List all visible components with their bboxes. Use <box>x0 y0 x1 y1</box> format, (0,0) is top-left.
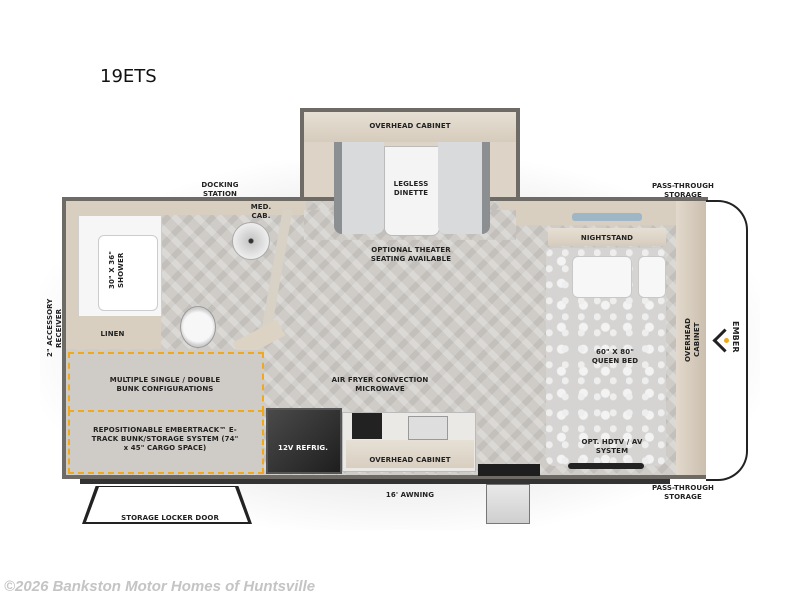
embertrack-outline <box>68 410 264 474</box>
hdtv-label: OPT. HDTV / AV SYSTEM <box>581 438 643 455</box>
overhead-cabinet-kitchen-label: OVERHEAD CABINET <box>369 456 451 464</box>
stovetop <box>352 413 382 439</box>
brand-label: EMBER <box>731 321 740 353</box>
ember-logo-flame-icon <box>724 338 729 343</box>
refrigerator <box>266 408 342 474</box>
linen-label: LINEN <box>100 330 125 338</box>
microwave-label: AIR FRYER CONVECTION MICROWAVE <box>331 376 429 393</box>
docking-station-label: DOCKING STATION <box>201 181 239 198</box>
linen-cabinet <box>66 316 161 349</box>
shower-pan <box>98 235 158 311</box>
roof-vent <box>572 213 642 221</box>
accessory-receiver-label: 2" ACCESSORY RECEIVER <box>46 298 63 358</box>
overhead-cabinet-front-label: OVERHEAD CABINET <box>684 317 701 363</box>
dinette-seat-right-lower <box>438 142 490 234</box>
cargo-area <box>66 350 264 474</box>
overhead-cabinet-top-label: OVERHEAD CABINET <box>369 122 451 130</box>
nightstand-label: NIGHTSTAND <box>580 234 634 242</box>
pass-through-bottom-label: PASS-THROUGH STORAGE <box>651 484 714 501</box>
kitchen-sink <box>408 416 448 440</box>
dinette-seat-left-lower <box>334 142 384 234</box>
overhead-cabinet-kitchen <box>346 440 474 468</box>
model-name: 19ETS <box>100 66 157 87</box>
storage-locker-inner <box>86 487 248 522</box>
top-wall-cabinetry <box>66 201 306 215</box>
embertrack-label: REPOSITIONABLE EMBERTRACK™ E-TRACK BUNK/… <box>91 426 239 452</box>
overhead-cabinet-front <box>676 201 706 475</box>
dinette-table-lower <box>384 146 440 236</box>
awning-rail <box>80 479 670 484</box>
pillow-right <box>638 256 666 298</box>
storage-locker-label: STORAGE LOCKER DOOR <box>121 514 219 522</box>
entry-door[interactable] <box>478 464 540 476</box>
queen-bed-label: 60" X 80" QUEEN BED <box>591 348 639 365</box>
optional-theater-label: OPTIONAL THEATER SEATING AVAILABLE <box>370 246 452 263</box>
toilet <box>180 306 216 348</box>
pass-through-top-label: PASS-THROUGH STORAGE <box>651 182 714 199</box>
sink <box>232 222 270 260</box>
shower-label: 30" X 36" SHOWER <box>108 251 125 289</box>
med-cab-label: MED. CAB. <box>250 203 272 220</box>
awning-label: 16' AWNING <box>385 491 435 499</box>
bunk-config-label: MULTIPLE SINGLE / DOUBLE BUNK CONFIGURAT… <box>109 376 221 393</box>
refrigerator-label: 12V REFRIG. <box>277 444 329 452</box>
legless-dinette-label-2: LEGLESS DINETTE <box>393 180 429 197</box>
pillow-left <box>572 256 632 298</box>
overhead-cabinet-top <box>304 112 516 142</box>
nightstand <box>548 228 666 246</box>
tv-bar <box>568 463 644 469</box>
footer-copyright: ©2026 Bankston Motor Homes of Huntsville <box>4 578 316 595</box>
entry-steps <box>486 484 530 524</box>
